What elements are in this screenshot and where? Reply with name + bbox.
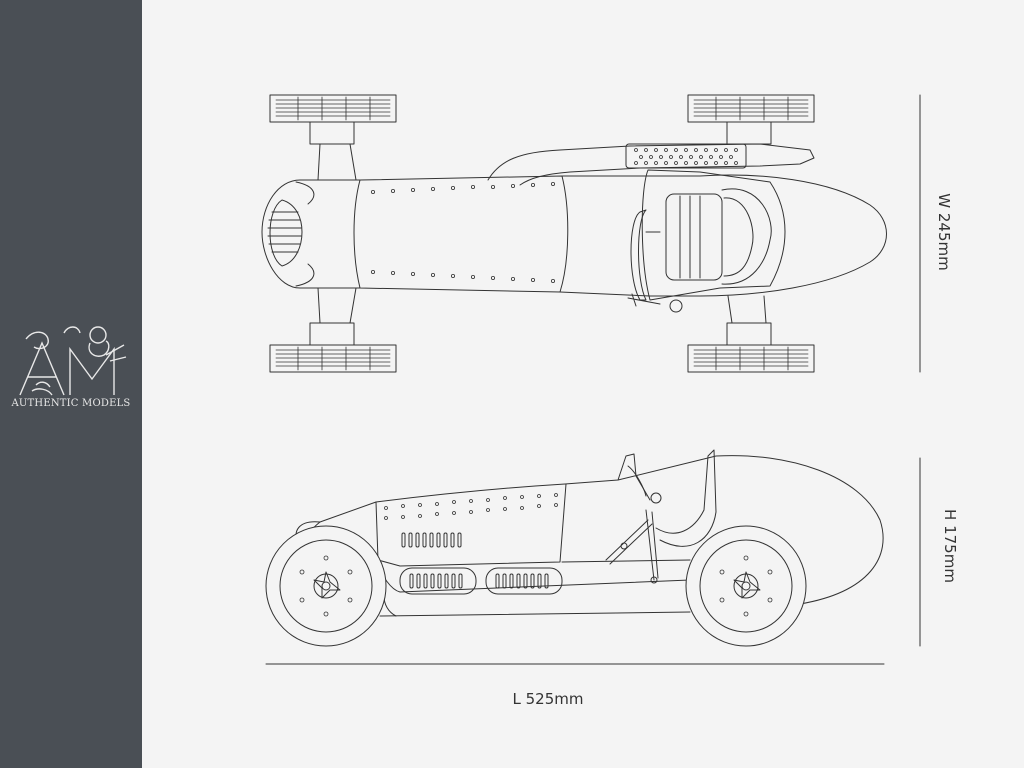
top-wheel-front-upper <box>269 94 397 181</box>
top-body <box>261 169 887 313</box>
side-steering-hub <box>650 492 662 504</box>
authentic-models-logo: AM <box>19 326 127 396</box>
top-view <box>261 94 887 373</box>
top-wheel-rear-upper <box>687 94 815 145</box>
top-seat <box>665 188 772 285</box>
top-wheel-rear-lower <box>687 295 815 373</box>
side-windscreen <box>617 453 651 501</box>
side-view <box>265 449 884 647</box>
length-label: L 525mm <box>512 690 584 708</box>
side-louvres-lower <box>399 567 563 595</box>
top-steering-wheel <box>630 209 661 301</box>
side-wheel-front <box>265 525 387 647</box>
width-label: W 245mm <box>935 193 953 271</box>
sidebar: AM AUTHENTIC MODELS <box>0 0 142 768</box>
car-blueprint <box>261 94 921 665</box>
brand-name: AUTHENTIC MODELS <box>11 398 131 409</box>
height-label: H 175mm <box>941 509 959 583</box>
side-louvres-top <box>401 532 462 548</box>
top-wheel-front-lower <box>269 287 397 373</box>
top-grille <box>267 199 303 267</box>
top-exhaust <box>487 143 815 186</box>
side-wheel-rear <box>685 525 807 647</box>
